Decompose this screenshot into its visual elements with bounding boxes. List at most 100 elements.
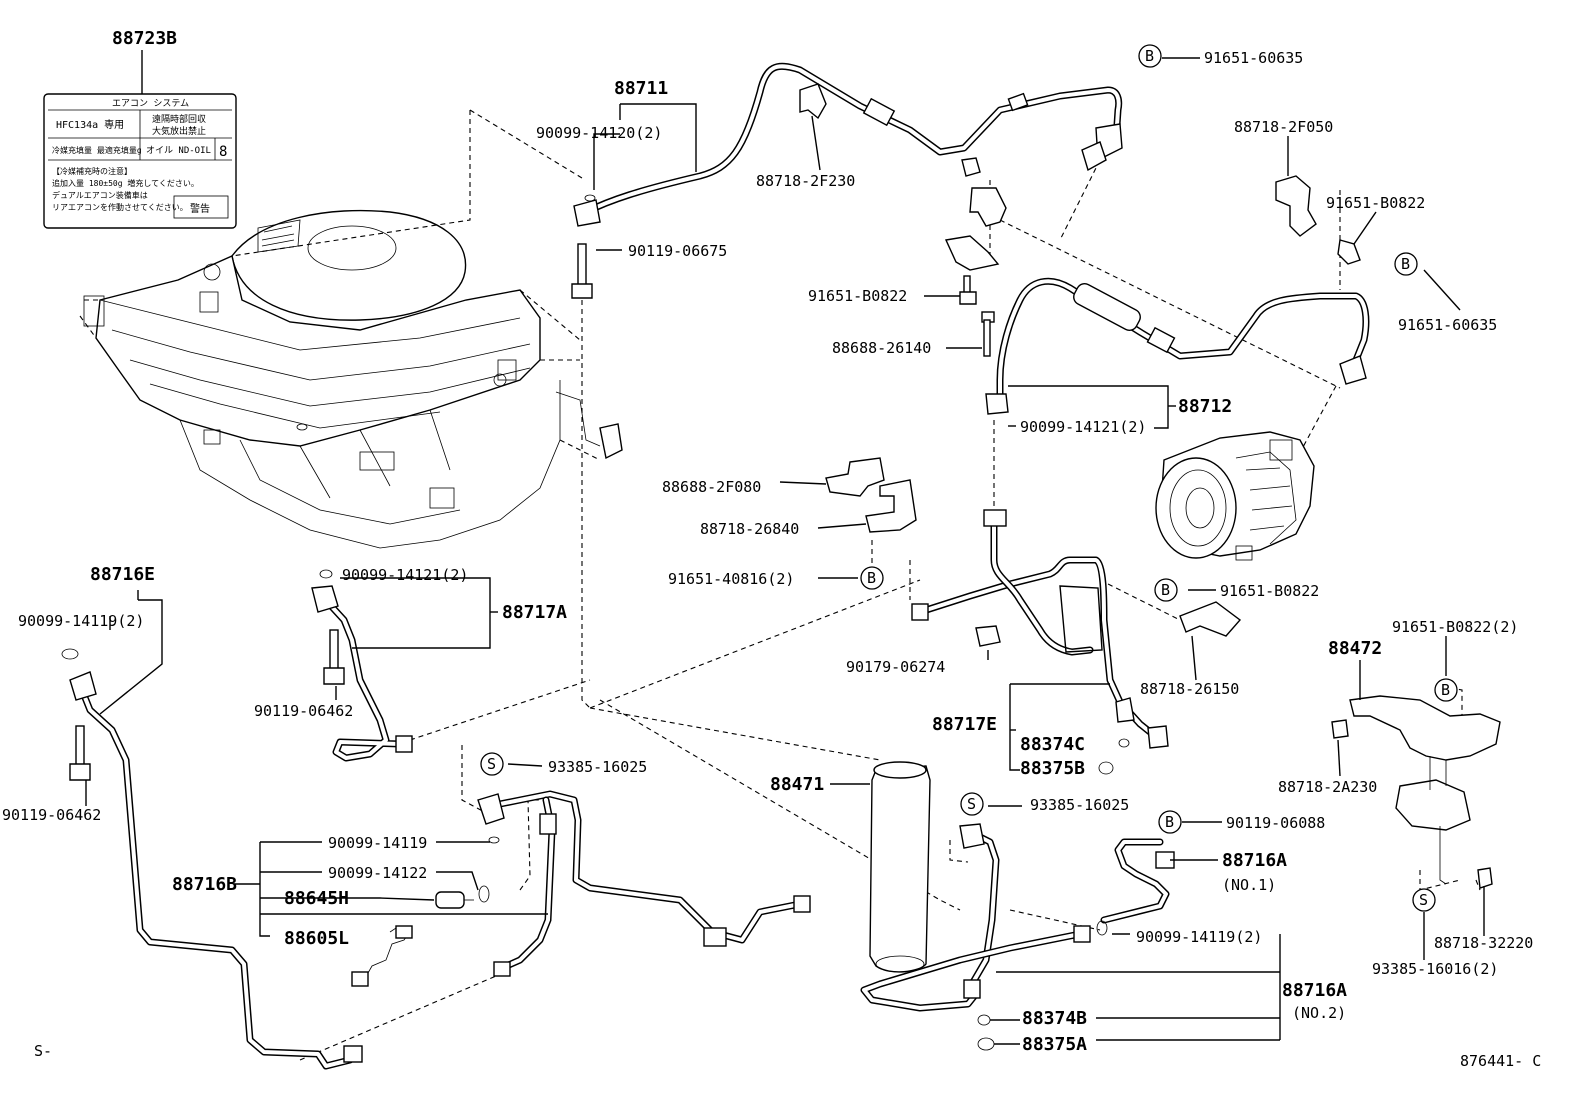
marker-s-2-text: S <box>967 795 976 813</box>
label-90099-14121-mid: 90099-14121(2) <box>1020 418 1146 436</box>
pipe-88711 <box>573 62 1123 227</box>
label-88712: 88712 <box>1178 396 1232 417</box>
bolt-90119-06462-left <box>69 725 91 781</box>
marker-b-5-text: B <box>1441 681 1450 699</box>
marker-b-4 <box>1154 578 1178 602</box>
label-90099-14121-left: 90099-14121(2) <box>342 566 468 584</box>
label-card-r6b: 警告 <box>190 202 210 215</box>
label-88375a: 88375A <box>1022 1034 1087 1055</box>
label-93385-16025-b: 93385-16025 <box>1030 796 1129 814</box>
brackets-and-clamps <box>825 157 1501 889</box>
label-88718-2f230: 88718-2F230 <box>756 172 855 190</box>
label-90099-14120: 90099-14120(2) <box>536 124 662 142</box>
compressor <box>1155 431 1315 561</box>
o-ring-90099-14119-left <box>61 648 79 660</box>
o-ring-90099-14120 <box>584 194 596 202</box>
label-88711: 88711 <box>614 78 668 99</box>
label-card-r2c3: 8 <box>219 144 227 160</box>
cap-88375b <box>1098 761 1114 775</box>
bolt-91651-b0822-right <box>1337 239 1361 265</box>
o-ring-90099-14121-mid <box>296 423 308 431</box>
label-88471: 88471 <box>770 774 824 795</box>
label-card-r1c1: HFC134a 専用 <box>56 119 124 131</box>
label-91651-40816: 91651-40816(2) <box>668 570 794 588</box>
label-88716e: 88716E <box>90 564 155 585</box>
label-88718-32220: 88718-32220 <box>1434 934 1533 952</box>
hvac-unit-assembly <box>79 209 623 549</box>
label-90179-06274: 90179-06274 <box>846 658 945 676</box>
marker-s-3-text: S <box>1419 891 1428 909</box>
pipe-88717E <box>911 509 1169 749</box>
label-88374c: 88374C <box>1020 734 1085 755</box>
label-90099-14122: 90099-14122 <box>328 864 427 882</box>
dashed-guide-lines <box>231 109 1481 1061</box>
label-91651-b0822-right: 91651-B0822 <box>1326 194 1425 212</box>
pipe-88717A <box>311 585 413 762</box>
label-90119-06462-mid: 90119-06462 <box>254 702 353 720</box>
marker-b-6-text: B <box>1165 813 1174 831</box>
label-88472: 88472 <box>1328 638 1382 659</box>
marker-b-3-text: B <box>867 569 876 587</box>
label-88717e: 88717E <box>932 714 997 735</box>
label-91651-b0822-2: 91651-B0822(2) <box>1392 618 1518 636</box>
marker-s-1-text: S <box>487 755 496 773</box>
marker-b-2 <box>1394 252 1418 276</box>
label-88716a-no2-sub: (NO.2) <box>1292 1004 1346 1022</box>
label-88605l: 88605L <box>284 928 349 949</box>
label-91651-60635-right: 91651-60635 <box>1398 316 1497 334</box>
o-ring-90099-14119-r <box>1096 920 1108 936</box>
label-88645h: 88645H <box>284 888 349 909</box>
marker-s-3 <box>1412 888 1436 912</box>
o-ring-90099-14122 <box>478 885 490 903</box>
pipe-88716A-no2 <box>860 823 1091 1012</box>
cap-88374c <box>1118 738 1130 748</box>
bolt-90119-06675 <box>571 243 593 299</box>
bolt-91651-b0822-mid <box>959 275 977 305</box>
label-91651-b0822-low: 91651-B0822 <box>1220 582 1319 600</box>
label-88375b: 88375B <box>1020 758 1085 779</box>
label-88688-26140: 88688-26140 <box>832 339 931 357</box>
label-88718-26150: 88718-26150 <box>1140 680 1239 698</box>
label-88716b: 88716B <box>172 874 237 895</box>
marker-b-1-text: B <box>1145 47 1154 65</box>
part-label-88723b-text: 88723B <box>112 28 177 49</box>
label-90119-06675: 90119-06675 <box>628 242 727 260</box>
connector-88605l <box>351 925 413 987</box>
label-card-header: エアコン システム <box>112 98 189 109</box>
footer-left-mark: S- <box>34 1042 52 1060</box>
label-card-88723b: 88711 88723B エアコン システム HFC134a 専用 遠隔時部回収… <box>43 28 237 229</box>
label-card-r2c2: オイル ND-OIL <box>146 145 211 156</box>
receiver-dryer-88471 <box>869 761 931 973</box>
label-90119-06088: 90119-06088 <box>1226 814 1325 832</box>
marker-b-3 <box>860 566 884 590</box>
marker-s-1 <box>480 752 504 776</box>
marker-b-1 <box>1138 44 1162 68</box>
marker-b-6 <box>1158 810 1182 834</box>
label-91651-b0822-mid: 91651-B0822 <box>808 287 907 305</box>
leader-lines <box>85 57 1485 1045</box>
label-93385-16025-a: 93385-16025 <box>548 758 647 776</box>
marker-b-2-text: B <box>1401 255 1410 273</box>
label-card-r5: デュアルエアコン装備車は <box>52 190 148 200</box>
label-88374b: 88374B <box>1022 1008 1087 1029</box>
label-90119-06462-left: 90119-06462 <box>2 806 101 824</box>
pipe-88716B <box>477 790 811 977</box>
pipe-88716A-no1 <box>1100 838 1175 924</box>
label-card-r6: リアエアコンを作動させてください。 <box>52 202 188 212</box>
label-90099-14119-b: 90099-14119 <box>328 834 427 852</box>
label-88718-26840: 88718-26840 <box>700 520 799 538</box>
label-88716a-no1: 88716A <box>1222 850 1287 871</box>
label-card-r3: 【冷媒補充時の注意】 <box>52 166 132 176</box>
label-88717a: 88717A <box>502 602 567 623</box>
pipe-88712 <box>985 277 1370 415</box>
footer-ref-code: 876441- C <box>1460 1052 1541 1070</box>
reference-markers: B B B B B B S S S <box>480 44 1458 912</box>
sensor-88645h <box>435 891 474 909</box>
bolt-88688-26140 <box>981 311 995 357</box>
marker-s-2 <box>960 792 984 816</box>
label-91651-60635-top: 91651-60635 <box>1204 49 1303 67</box>
o-ring-90099-14121-left <box>319 569 333 579</box>
bolt-90119-06462-mid <box>323 629 345 685</box>
fasteners <box>61 194 1361 1051</box>
